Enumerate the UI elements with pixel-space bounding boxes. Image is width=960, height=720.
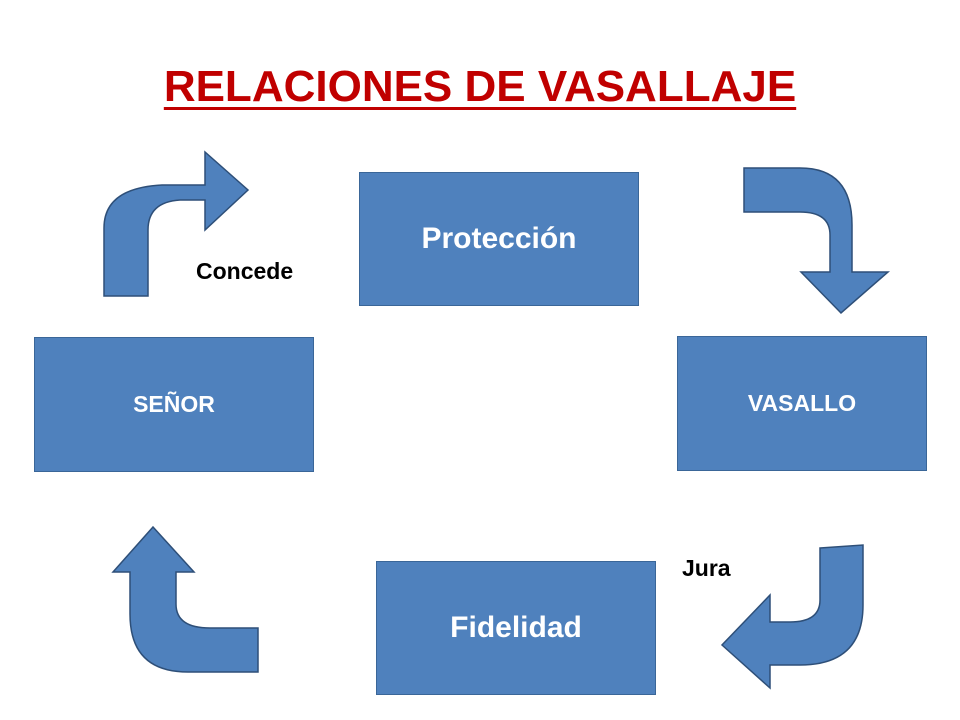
box-fidelidad: Fidelidad (376, 561, 656, 695)
arrow-vasallo-to-fidelidad (720, 544, 864, 690)
arrow-senor-to-proteccion (103, 150, 250, 297)
box-proteccion: Protección (359, 172, 639, 306)
arrow-fidelidad-to-senor (111, 525, 259, 673)
box-vasallo-label: VASALLO (747, 390, 857, 416)
box-senor-label: SEÑOR (133, 391, 215, 417)
diagram-title: RELACIONES DE VASALLAJE (163, 62, 797, 111)
label-concede: Concede (196, 258, 294, 284)
box-fidelidad-label: Fidelidad (450, 611, 582, 644)
arrow-proteccion-to-vasallo (743, 167, 891, 315)
box-proteccion-label: Protección (421, 222, 577, 255)
label-jura: Jura (682, 555, 731, 581)
box-vasallo: VASALLO (677, 336, 927, 471)
box-senor: SEÑOR (34, 337, 314, 472)
